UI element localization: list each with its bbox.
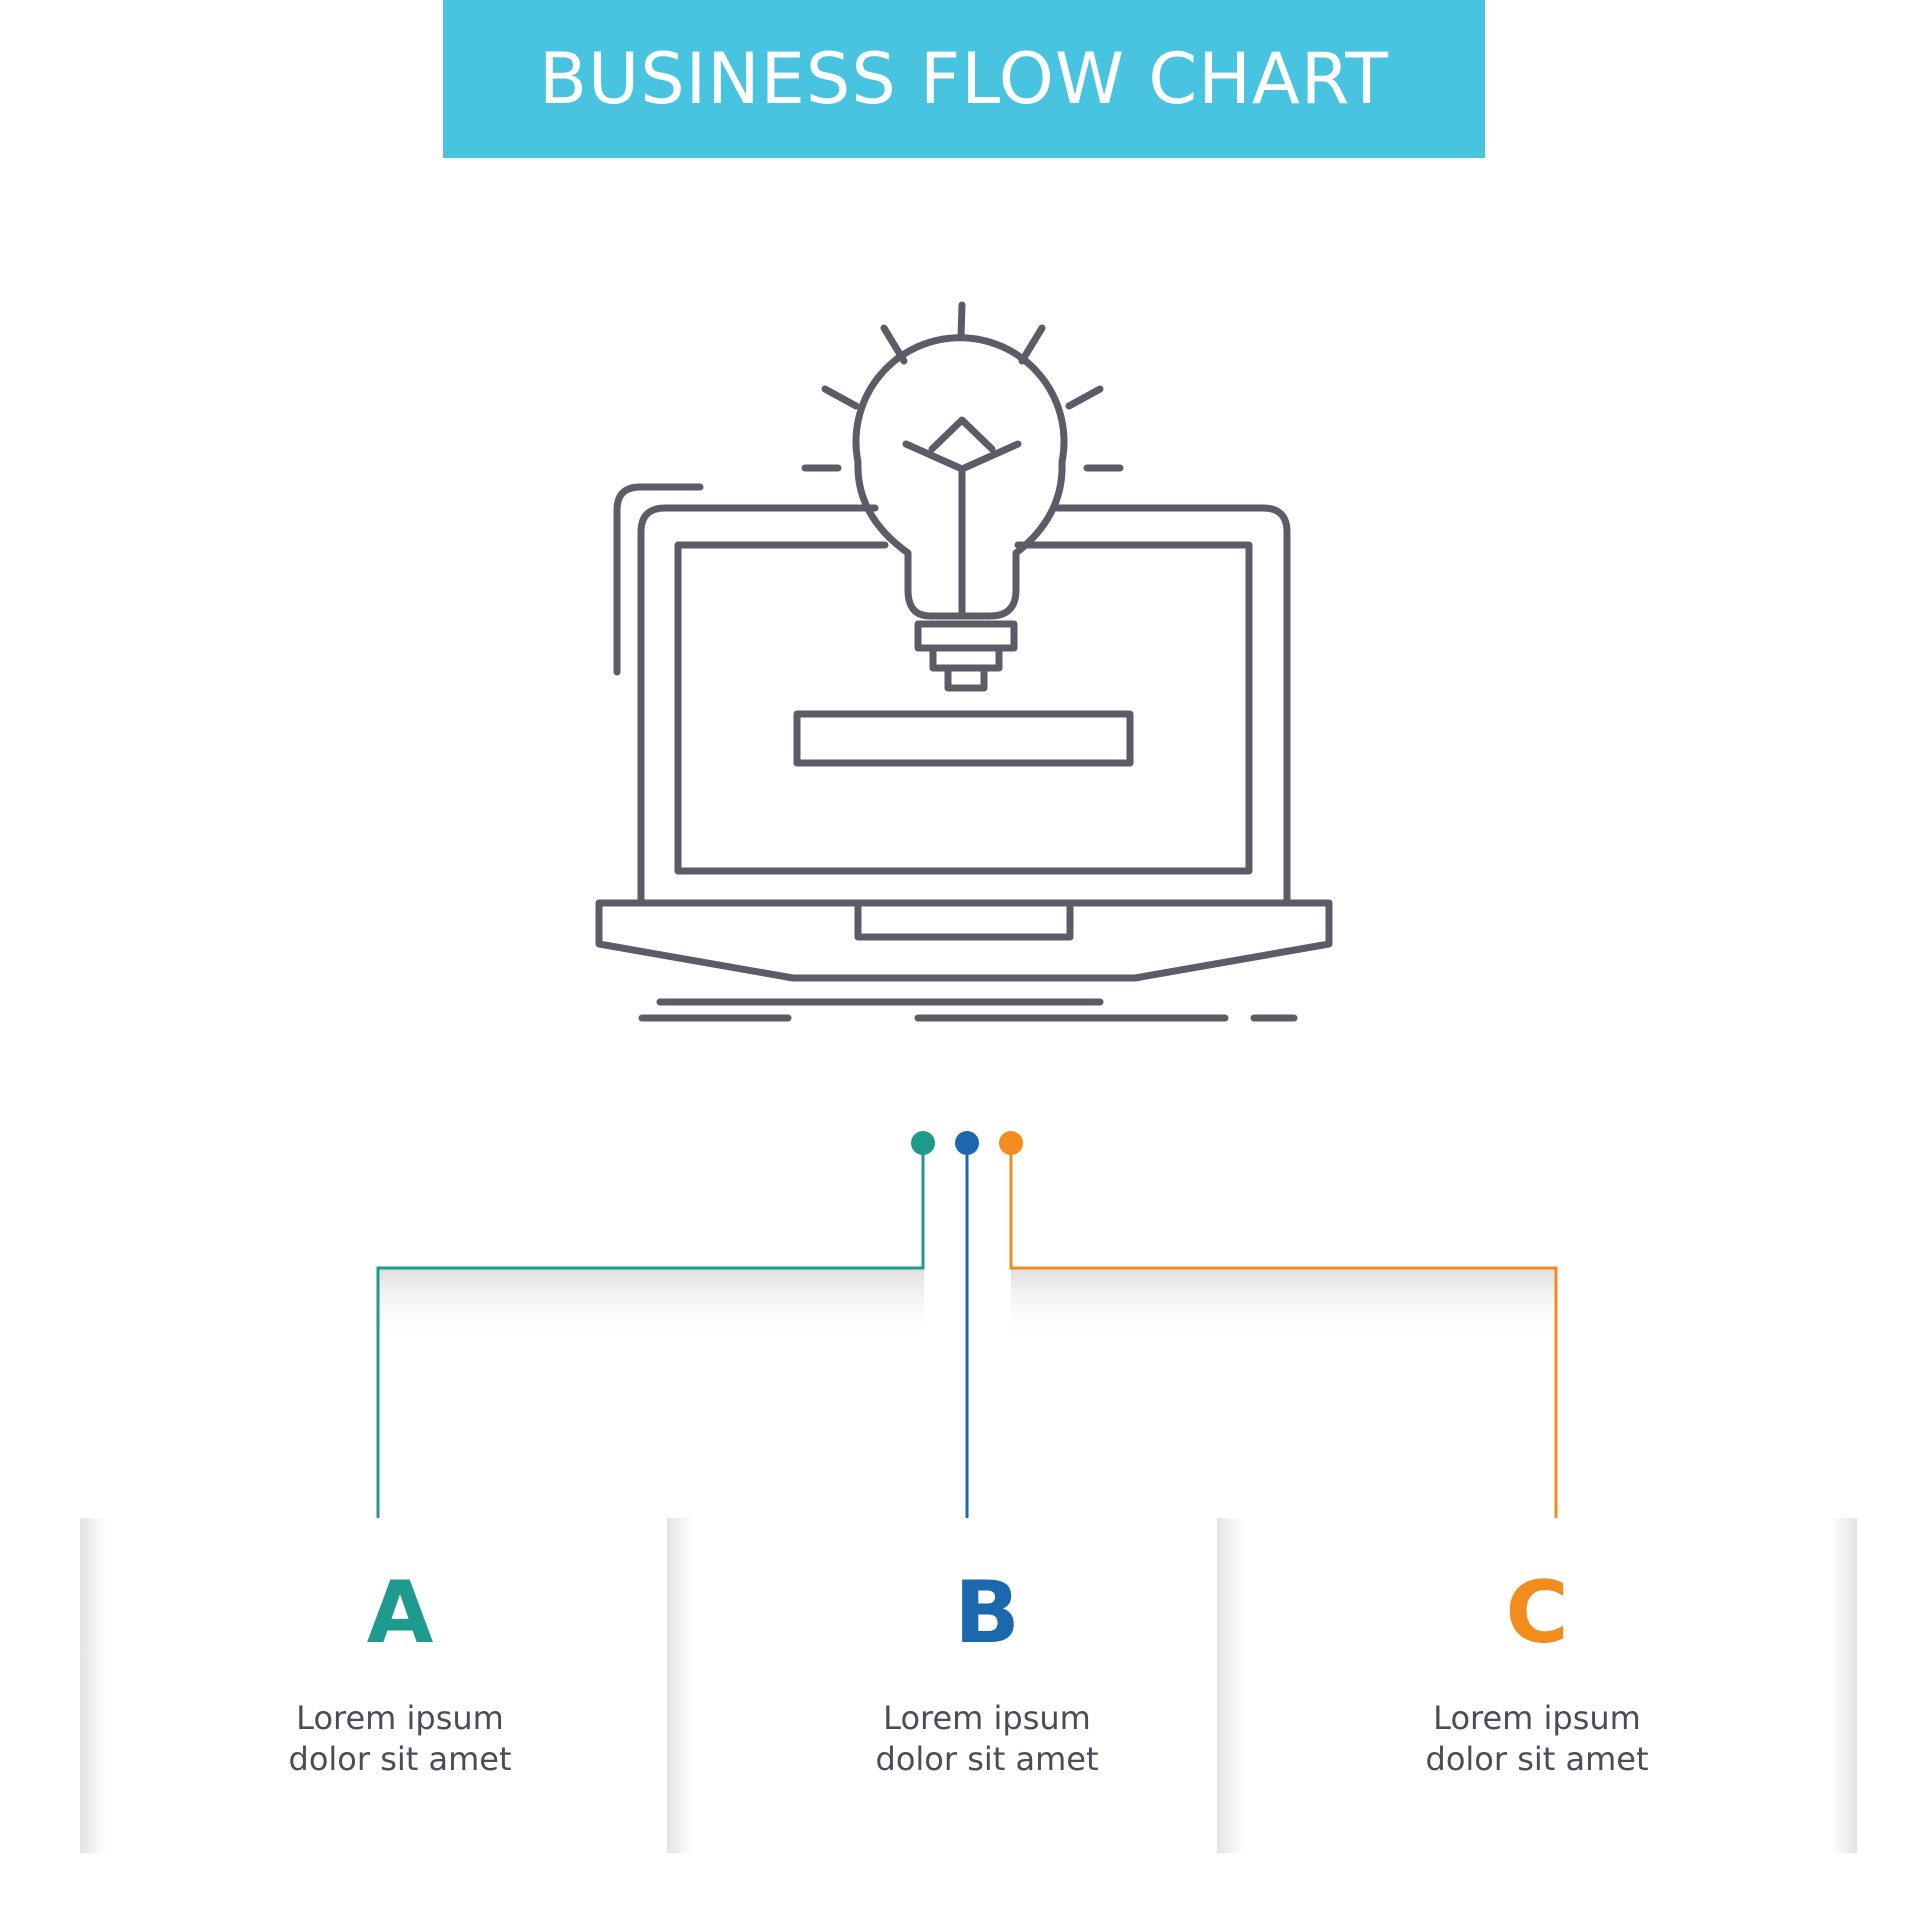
step-card-c: C Lorem ipsum dolor sit amet bbox=[1217, 1518, 1857, 1853]
dot-b bbox=[955, 1131, 979, 1155]
title-banner: BUSINESS FLOW CHART bbox=[443, 0, 1485, 158]
step-description: Lorem ipsum dolor sit amet bbox=[1217, 1698, 1857, 1780]
laptop-lightbulb-icon bbox=[595, 301, 1333, 1022]
step-text-line: dolor sit amet bbox=[1425, 1740, 1649, 1778]
step-letter: C bbox=[1505, 1563, 1569, 1663]
step-letter: B bbox=[954, 1563, 1020, 1663]
step-letter: A bbox=[366, 1563, 434, 1663]
step-text-line: Lorem ipsum bbox=[883, 1699, 1091, 1737]
shadow-left bbox=[378, 1268, 924, 1340]
shadow-right bbox=[1011, 1268, 1556, 1340]
connector-a bbox=[376, 1143, 925, 1538]
step-description: Lorem ipsum dolor sit amet bbox=[80, 1698, 720, 1780]
page-title: BUSINESS FLOW CHART bbox=[538, 38, 1390, 120]
step-description: Lorem ipsum dolor sit amet bbox=[667, 1698, 1307, 1780]
dot-c bbox=[999, 1131, 1023, 1155]
step-text-line: dolor sit amet bbox=[875, 1740, 1099, 1778]
step-text-line: Lorem ipsum bbox=[1433, 1699, 1641, 1737]
step-text-line: dolor sit amet bbox=[288, 1740, 512, 1778]
connector-c bbox=[1009, 1143, 1558, 1538]
step-card-a: A Lorem ipsum dolor sit amet bbox=[80, 1518, 720, 1853]
dot-a bbox=[911, 1131, 935, 1155]
step-text-line: Lorem ipsum bbox=[296, 1699, 504, 1737]
step-card-b: B Lorem ipsum dolor sit amet bbox=[667, 1518, 1307, 1853]
